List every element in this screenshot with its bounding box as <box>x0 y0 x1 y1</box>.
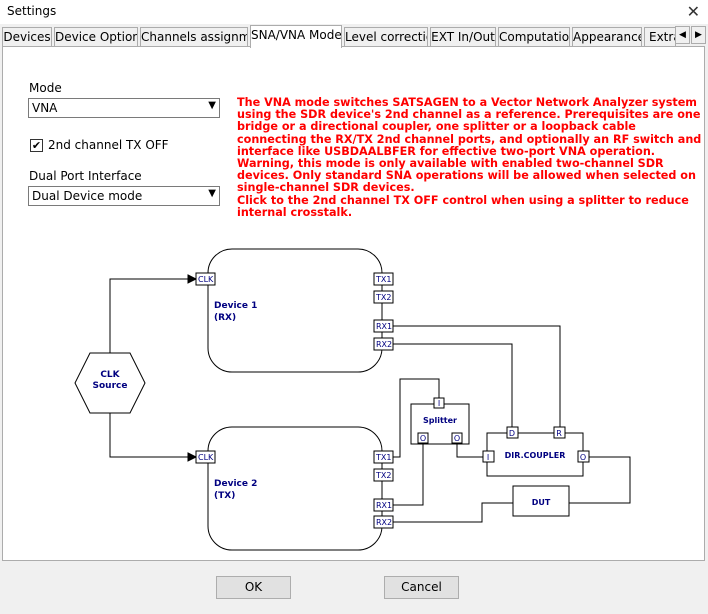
port-label: O <box>580 453 586 462</box>
device2-tx2-port <box>373 468 394 482</box>
scroll-right-icon[interactable]: ▶ <box>691 26 706 44</box>
dual-port-select[interactable]: Dual Device mode ▼ <box>28 186 220 206</box>
tab-computations[interactable]: Computations <box>498 27 570 47</box>
info-paragraph: Click to the 2nd channel TX OFF control … <box>237 193 689 219</box>
coupler-out-port <box>577 450 590 463</box>
dir-coupler-label: DIR.COUPLER <box>505 451 566 460</box>
coupler-in-port <box>482 450 495 463</box>
tab-sna-vna-mode[interactable]: SNA/VNA Mode <box>250 25 342 48</box>
port-label: R <box>556 429 562 438</box>
info-paragraph: Warning, this mode is only available wit… <box>237 157 696 195</box>
device1-label: Device 1 <box>214 301 257 311</box>
window-title: Settings <box>7 4 57 18</box>
port-label: TX1 <box>375 453 391 462</box>
info-paragraph: The VNA mode switches SATSAGEN to a Vect… <box>237 96 702 158</box>
sna-vna-panel: Mode VNA ▼ ✔ 2nd channel TX OFF Dual Por… <box>2 46 705 561</box>
tab-strip: Devices Device Options Channels assignme… <box>0 25 708 48</box>
tx-off-checkbox[interactable]: ✔ <box>30 139 43 152</box>
tab-device-options[interactable]: Device Options <box>54 27 138 47</box>
port-label: CLK <box>198 275 214 284</box>
port-label: D <box>509 429 515 438</box>
port-label: RX2 <box>376 340 392 349</box>
cancel-button[interactable]: Cancel <box>384 576 459 599</box>
device1-tx1-port <box>373 272 394 286</box>
title-bar: Settings ✕ <box>0 0 708 24</box>
dut-label: DUT <box>532 498 551 507</box>
port-label: O <box>454 434 460 443</box>
device1-tx2-port <box>373 290 394 304</box>
mode-label: Mode <box>29 81 62 95</box>
port-label: TX2 <box>375 293 391 302</box>
tab-appearance[interactable]: Appearance <box>572 27 642 47</box>
splitter-label: Splitter <box>423 416 457 425</box>
close-icon[interactable]: ✕ <box>686 2 700 21</box>
port-label: RX1 <box>376 501 392 510</box>
port-label: CLK <box>198 453 214 462</box>
port-label: RX2 <box>376 518 392 527</box>
dut-block <box>512 485 570 517</box>
device2-rx1-port <box>373 498 394 512</box>
mode-value: VNA <box>32 101 58 115</box>
ok-button[interactable]: OK <box>216 576 291 599</box>
device2-rx2-port <box>373 515 394 529</box>
device2-clk-port <box>195 450 216 464</box>
dir-coupler-block <box>486 432 584 477</box>
mode-select[interactable]: VNA ▼ <box>28 98 220 118</box>
port-label: TX1 <box>375 275 391 284</box>
port-label: RX1 <box>376 322 392 331</box>
vna-info-text: The VNA mode switches SATSAGEN to a Vect… <box>237 96 703 219</box>
tab-extra[interactable]: Extra <box>644 27 676 47</box>
vna-connection-diagram: CLK Source Device 1 (RX) Device 2 (TX) C… <box>74 248 631 551</box>
dual-port-label: Dual Port Interface <box>29 169 142 183</box>
device1-label: (RX) <box>214 313 236 323</box>
chevron-down-icon: ▼ <box>208 188 216 199</box>
port-label: I <box>487 453 489 462</box>
device1-block <box>207 248 383 373</box>
tab-ext-in-out[interactable]: EXT In/Out <box>430 27 496 47</box>
device2-label: (TX) <box>214 491 235 501</box>
splitter-out1-port <box>417 432 429 444</box>
tx-off-label: 2nd channel TX OFF <box>48 138 169 152</box>
port-label: TX2 <box>375 471 391 480</box>
splitter-out2-port <box>451 432 463 444</box>
device1-rx2-port <box>373 337 394 351</box>
tab-scroll: ◀ ▶ <box>674 26 706 44</box>
scroll-left-icon[interactable]: ◀ <box>675 26 690 44</box>
tab-devices[interactable]: Devices <box>2 27 52 47</box>
port-label: I <box>438 399 440 408</box>
port-label: O <box>420 434 426 443</box>
splitter-in-port <box>433 397 445 409</box>
coupler-r-port <box>553 426 566 439</box>
dual-port-value: Dual Device mode <box>32 189 143 203</box>
clk-source-block <box>74 352 146 414</box>
clk-source-label: Source <box>93 381 128 391</box>
clk-source-label: CLK <box>100 370 120 380</box>
device2-block <box>207 426 383 551</box>
tab-level-correction[interactable]: Level correction <box>344 27 428 47</box>
device2-label: Device 2 <box>214 479 257 489</box>
tab-channels-assignment[interactable]: Channels assignment <box>140 27 248 47</box>
coupler-d-port <box>506 426 519 439</box>
device1-rx1-port <box>373 319 394 333</box>
device2-tx1-port <box>373 450 394 464</box>
device1-clk-port <box>195 272 216 286</box>
chevron-down-icon: ▼ <box>208 100 216 111</box>
